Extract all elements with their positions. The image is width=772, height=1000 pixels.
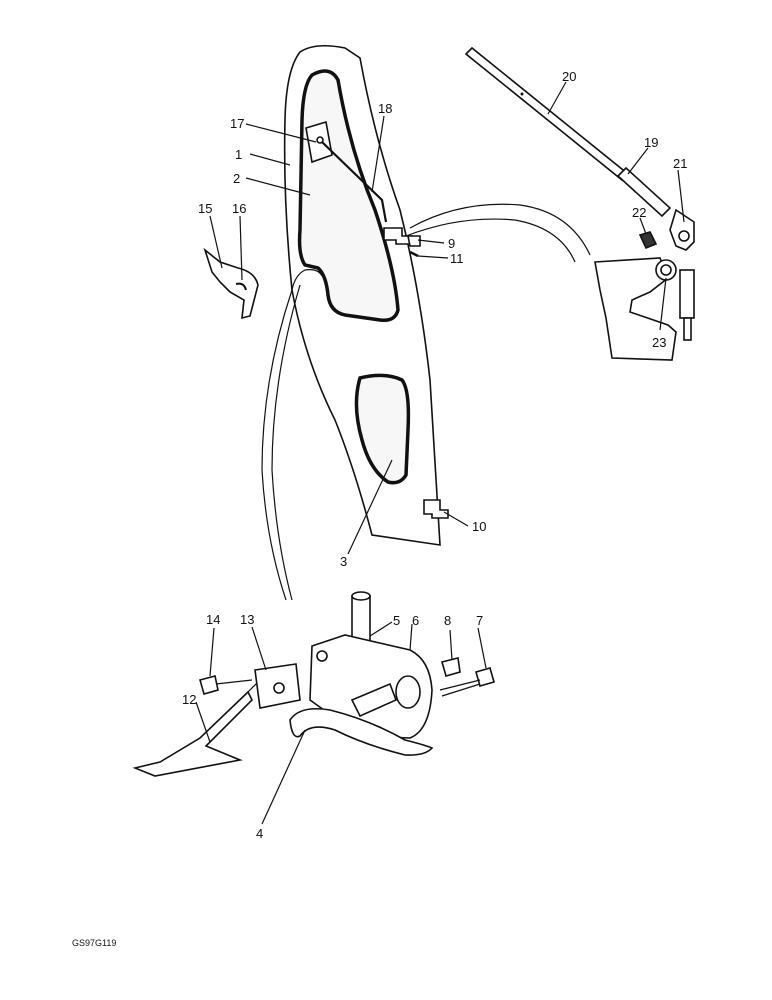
callout-16: 16 — [232, 201, 246, 216]
callout-19: 19 — [644, 135, 658, 150]
callout-5: 5 — [393, 613, 400, 628]
callout-20: 20 — [562, 69, 576, 84]
callout-2: 2 — [233, 171, 240, 186]
lower-glass — [354, 373, 411, 485]
lower-glass-seal — [354, 373, 411, 485]
clip-11 — [409, 250, 419, 258]
callout-3: 3 — [340, 554, 347, 569]
callout-15: 15 — [198, 201, 212, 216]
hinge-assembly — [594, 208, 695, 361]
upper-glass-seal — [297, 69, 400, 323]
handle-assembly — [132, 591, 495, 777]
callout-22: 22 — [632, 205, 646, 220]
callout-10: 10 — [472, 519, 486, 534]
callout-8: 8 — [444, 613, 451, 628]
clip-10 — [423, 499, 449, 519]
callout-11: 11 — [450, 251, 464, 266]
callout-12: 12 — [182, 692, 196, 707]
callout-7: 7 — [476, 613, 483, 628]
clip-9 — [383, 227, 421, 247]
callout-21: 21 — [673, 156, 687, 171]
latch-plate-17 — [305, 120, 333, 164]
door-panel — [261, 44, 441, 601]
callout-1: 1 — [235, 147, 242, 162]
rod-18 — [321, 141, 388, 223]
callout-13: 13 — [240, 612, 254, 627]
callout-23: 23 — [652, 335, 666, 350]
callout-4: 4 — [256, 826, 263, 841]
callout-6: 6 — [412, 613, 419, 628]
leader-lines — [195, 81, 685, 825]
callout-labels: 1 2 3 4 5 6 7 8 9 10 11 12 13 14 15 16 1… — [182, 69, 687, 841]
callout-17: 17 — [230, 116, 244, 131]
callout-18: 18 — [378, 101, 392, 116]
bracket-15-16 — [203, 247, 259, 320]
callout-9: 9 — [448, 236, 455, 251]
reference-code: GS97G119 — [72, 938, 116, 948]
callout-14: 14 — [206, 612, 220, 627]
